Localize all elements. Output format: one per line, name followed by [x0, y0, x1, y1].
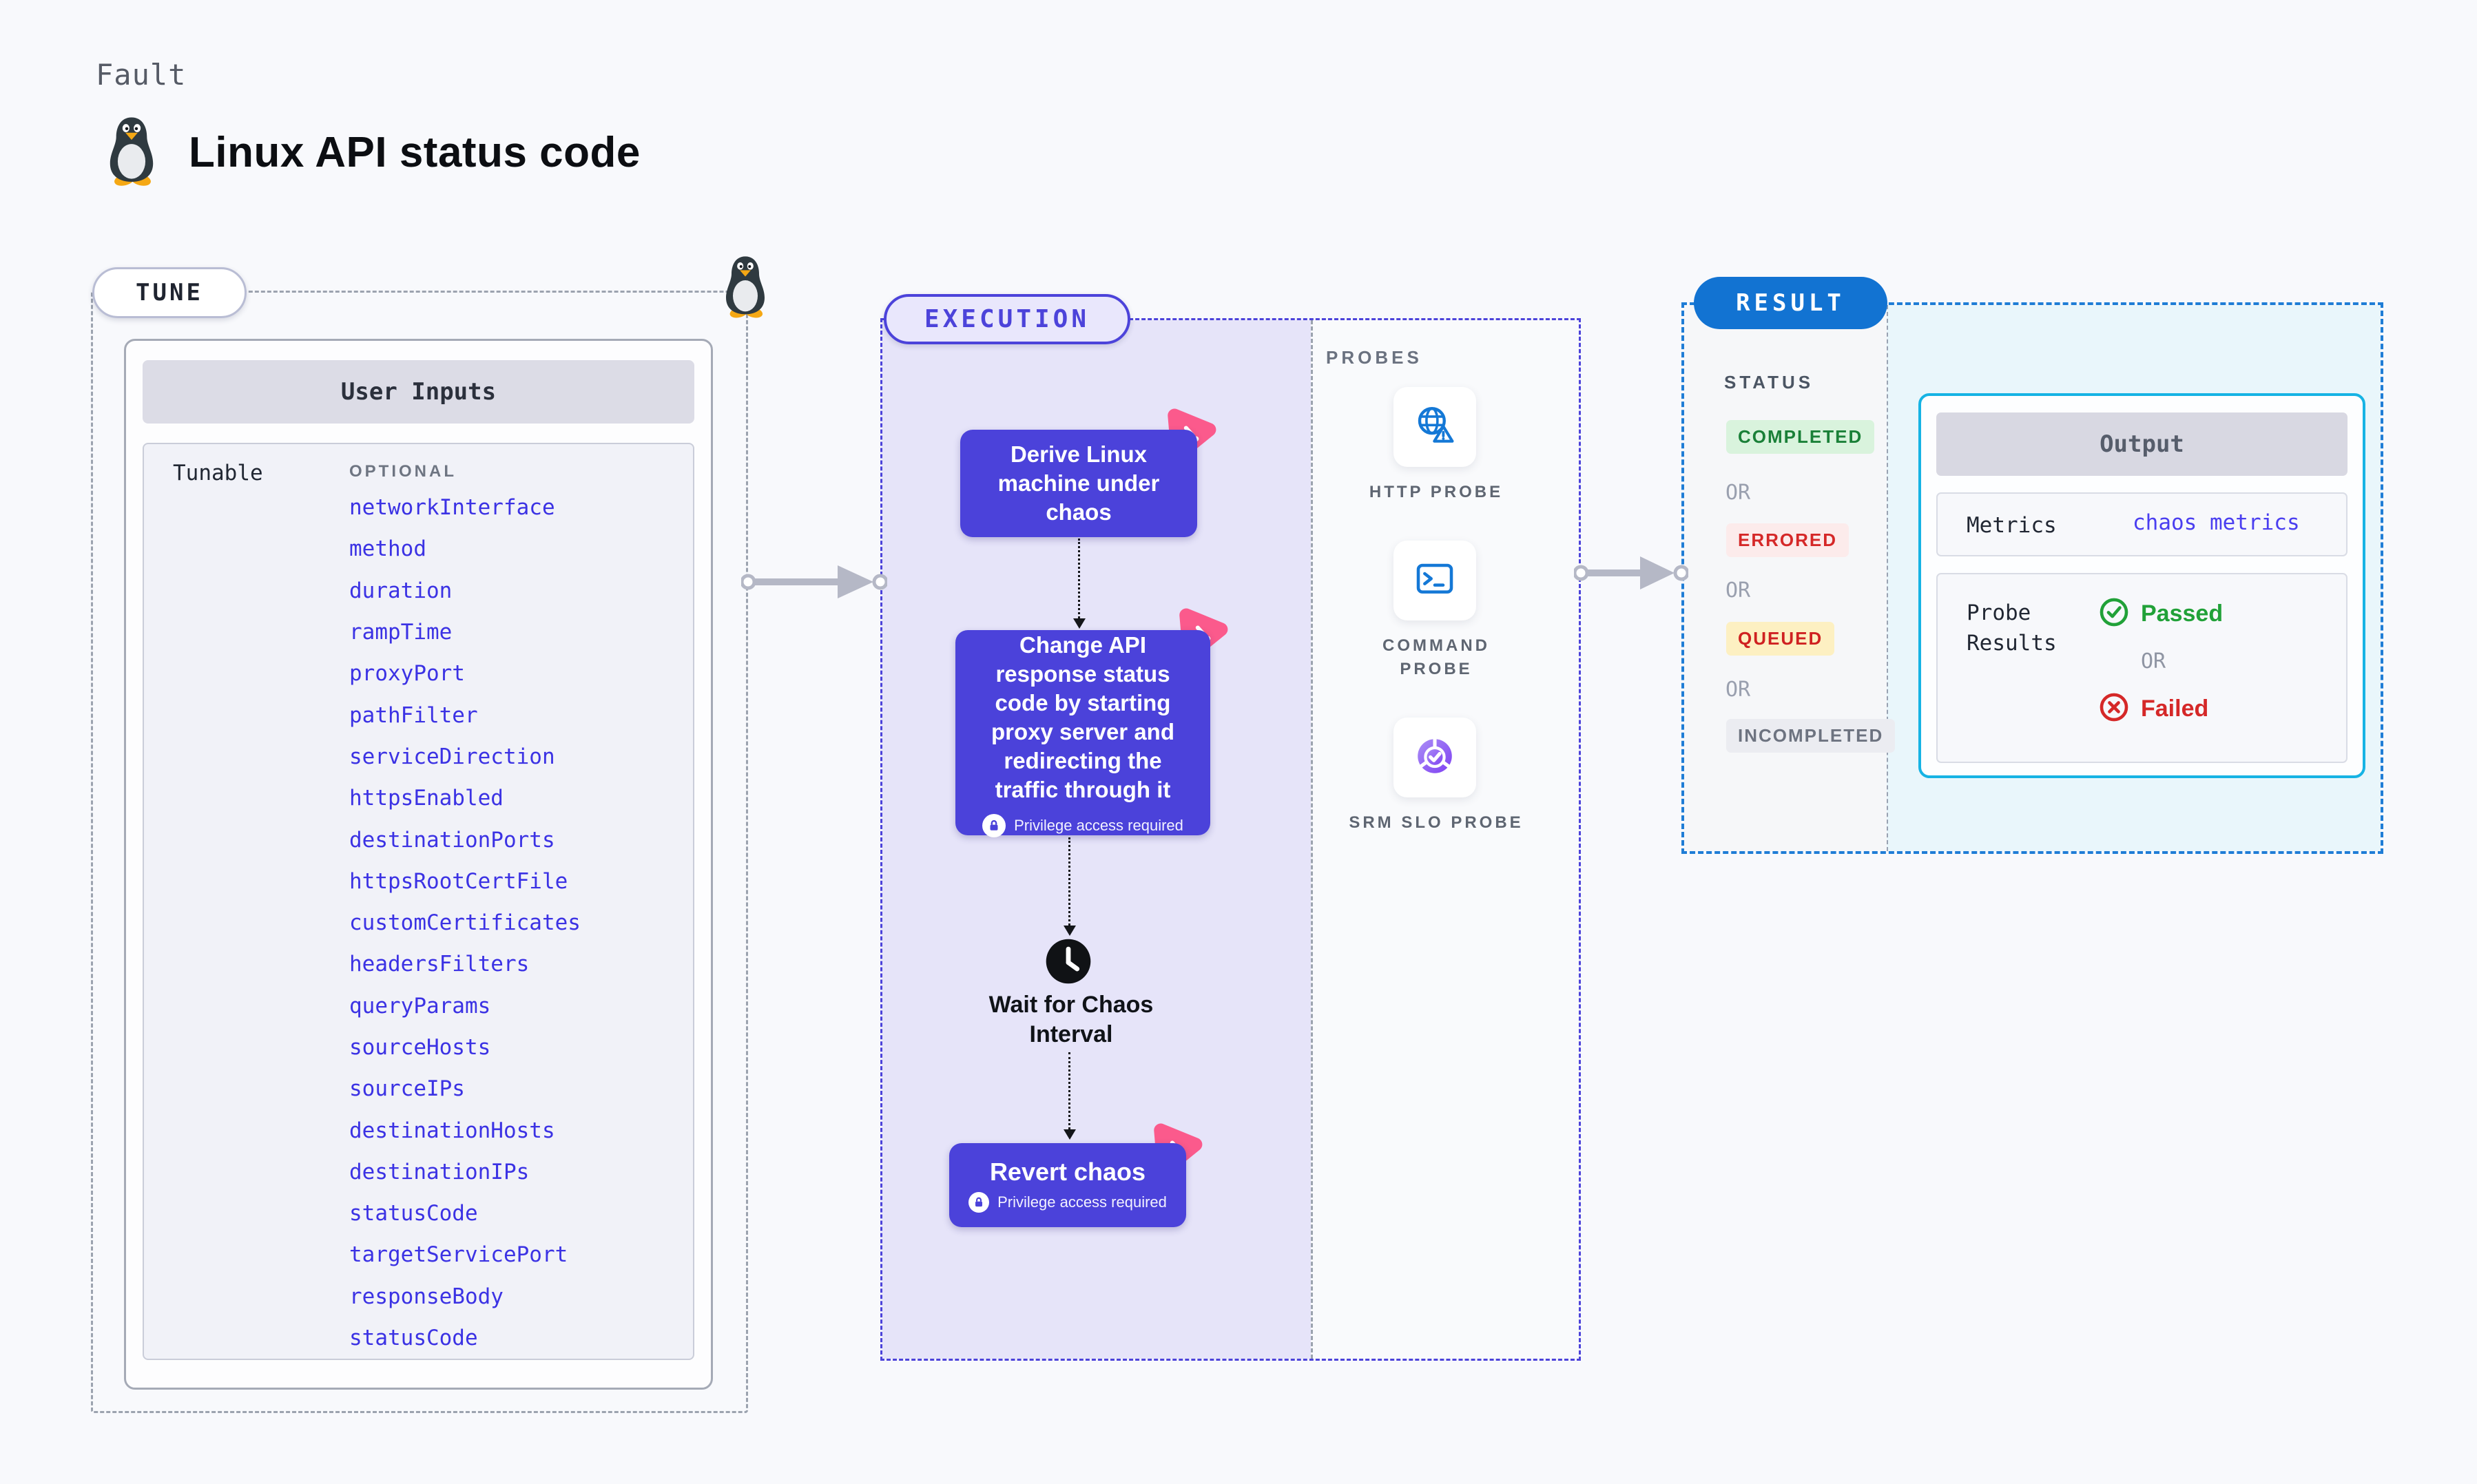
status-badge-queued: QUEUED [1726, 622, 1835, 656]
globe-alert-icon [1412, 403, 1458, 452]
status-badge-incompleted: INCOMPLETED [1726, 719, 1896, 753]
tune-section-pill: TUNE [92, 267, 247, 318]
step-revert-chaos: Revert chaos Privilege access required [949, 1143, 1186, 1227]
tunable-link[interactable]: method [349, 536, 426, 562]
probes-area [1311, 320, 1579, 1359]
tunable-link[interactable]: networkInterface [349, 495, 555, 521]
probe-results-values: Passed OR Failed [2098, 596, 2223, 727]
metrics-value-link[interactable]: chaos metrics [2133, 510, 2300, 535]
privilege-text: Privilege access required [997, 1193, 1167, 1211]
tunable-link[interactable]: httpsRootCertFile [349, 868, 568, 894]
tunable-link[interactable]: destinationHosts [349, 1118, 555, 1143]
step-change-status-code: Change API response status code by start… [955, 630, 1210, 837]
tunable-link[interactable]: responseBody [349, 1284, 504, 1309]
http-probe-label: HTTP PROBE [1369, 483, 1504, 501]
srm-slo-probe-label: SRM SLO PROBE [1349, 813, 1524, 832]
tunable-link[interactable]: sourceHosts [349, 1035, 491, 1060]
tune-section-container [91, 291, 748, 1413]
status-badge-completed: COMPLETED [1726, 420, 1875, 454]
tune-to-execution-arrow [740, 560, 889, 607]
user-inputs-card: User Inputs Tunable OPTIONAL networkInte… [124, 339, 713, 1390]
failed-label: Failed [2141, 696, 2209, 722]
privilege-note: Privilege access required [982, 814, 1183, 837]
lock-icon [968, 1192, 990, 1213]
metrics-label: Metrics [1967, 513, 2057, 538]
tunable-link[interactable]: serviceDirection [349, 744, 555, 769]
passed-label: Passed [2141, 600, 2224, 627]
http-probe-card [1393, 387, 1476, 467]
tunable-link[interactable]: pathFilter [349, 702, 478, 728]
linux-penguin-icon [718, 253, 773, 318]
flow-connector [1068, 1052, 1070, 1129]
or-separator: OR [1725, 481, 1751, 505]
probes-to-result-arrow [1573, 551, 1690, 598]
page-title: Linux API status code [189, 129, 641, 176]
probes-section-label: PROBES [1326, 347, 1422, 368]
flow-connector [1078, 539, 1080, 618]
optional-column-label: OPTIONAL [349, 462, 457, 481]
tunable-link[interactable]: statusCode [349, 1201, 478, 1226]
privilege-note: Privilege access required [968, 1192, 1167, 1213]
output-card: Output Metrics chaos metrics Probe Resul… [1918, 393, 2365, 778]
tunable-link[interactable]: proxyPort [349, 661, 465, 687]
tunable-link[interactable]: destinationPorts [349, 827, 555, 853]
execution-section-container [880, 318, 1581, 1361]
flow-connector [1068, 837, 1070, 926]
status-column-label: STATUS [1724, 372, 1814, 393]
command-probe-card [1393, 541, 1476, 620]
linux-penguin-icon [101, 114, 163, 186]
output-title: Output [1936, 412, 2348, 476]
fault-kind-label: Fault [96, 58, 187, 92]
terminal-icon [1413, 557, 1457, 605]
result-status-area [1684, 305, 1887, 851]
tunable-link[interactable]: customCertificates [349, 910, 581, 936]
result-section-pill: RESULT [1694, 277, 1887, 329]
tunable-link[interactable]: duration [349, 578, 453, 603]
flow-arrowhead [1064, 926, 1076, 936]
privilege-text: Privilege access required [1014, 817, 1183, 834]
wait-step-label: Wait for Chaos Interval [988, 992, 1154, 1047]
step-text: Revert chaos [989, 1158, 1146, 1186]
probe-result-failed: Failed [2098, 691, 2223, 727]
execution-section-pill: EXECUTION [884, 294, 1130, 344]
slo-donut-check-icon [1411, 733, 1458, 783]
tunable-link[interactable]: targetServicePort [349, 1242, 568, 1268]
probe-result-passed: Passed [2098, 596, 2223, 631]
flow-arrowhead [1073, 618, 1086, 629]
metrics-row: Metrics chaos metrics [1936, 492, 2348, 556]
user-inputs-title: User Inputs [143, 360, 694, 424]
step-text: Change API response status code by start… [991, 632, 1174, 802]
step-text: Derive Linux machine under chaos [997, 441, 1160, 525]
tunable-link[interactable]: rampTime [349, 620, 453, 645]
tunable-row-label: Tunable [173, 461, 263, 485]
probe-results-label: Probe Results [1967, 600, 2057, 656]
tunable-link[interactable]: sourceIPs [349, 1076, 465, 1102]
tunable-link[interactable]: headersFilters [349, 952, 530, 977]
tunable-link[interactable]: statusCode [349, 1326, 478, 1351]
probe-results-row: Probe Results Passed OR [1936, 573, 2348, 763]
status-badge-errored: ERRORED [1726, 523, 1849, 557]
srm-slo-probe-card [1393, 718, 1476, 797]
check-circle-icon [2098, 596, 2130, 631]
step-derive-machine: Derive Linux machine under chaos [960, 430, 1197, 537]
tunable-link[interactable]: queryParams [349, 993, 491, 1018]
tunable-link[interactable]: destinationIPs [349, 1159, 530, 1184]
tunable-link[interactable]: httpsEnabled [349, 786, 504, 811]
or-separator: OR [2141, 649, 2166, 673]
tunables-list: networkInterface method duration rampTim… [349, 487, 679, 1359]
x-circle-icon [2098, 691, 2130, 727]
or-separator: OR [1725, 678, 1751, 702]
command-probe-label: COMMAND PROBE [1382, 636, 1490, 678]
flow-arrowhead [1064, 1129, 1076, 1140]
wait-clock-icon [1045, 938, 1092, 985]
or-separator: OR [1725, 578, 1751, 603]
lock-icon [982, 814, 1006, 837]
tunables-listbox: Tunable OPTIONAL networkInterface method… [143, 443, 694, 1360]
